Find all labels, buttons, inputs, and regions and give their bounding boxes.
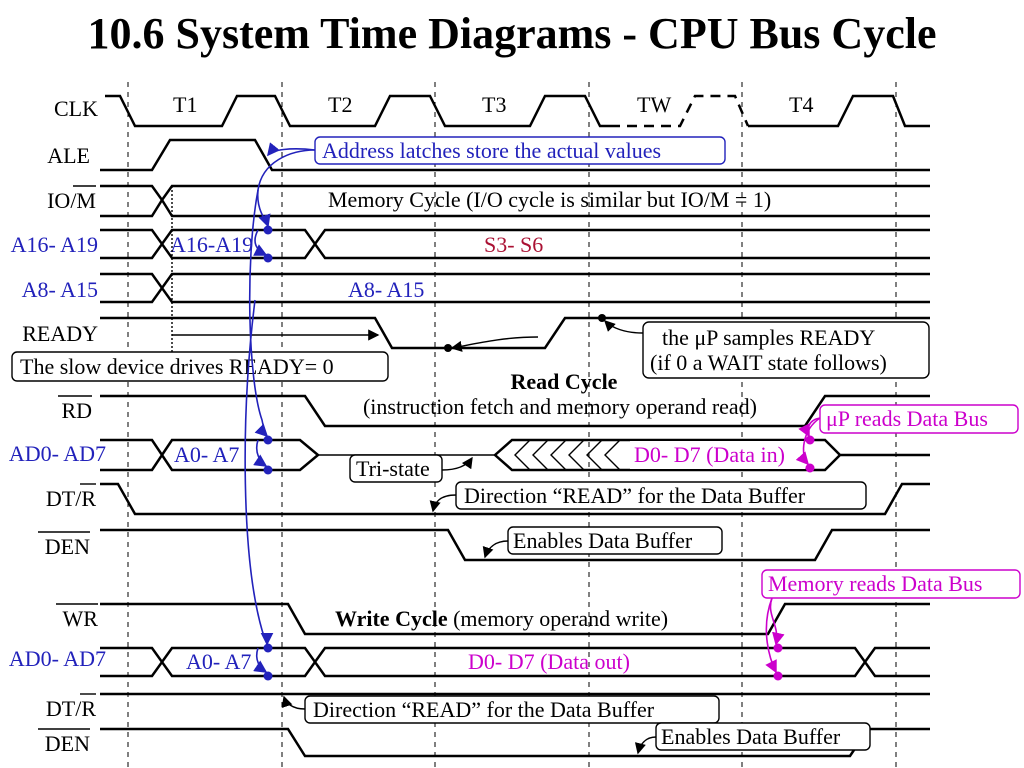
state-tw: TW — [637, 92, 671, 117]
svg-text:Direction “READ” for the Data: Direction “READ” for the Data Buffer — [313, 697, 655, 722]
read-cycle-title: Read Cycle — [511, 369, 618, 394]
memory-reads-note: Memory reads Data Bus — [761, 569, 1021, 599]
d0-d7-out-text: D0- D7 (Data out) — [468, 649, 630, 674]
label-den-read: DEN — [45, 534, 90, 559]
memory-cycle-note: Memory Cycle (I/O cycle is similar but I… — [328, 185, 794, 212]
svg-text:the μP samples READY: the μP samples READY — [662, 325, 875, 350]
svg-text:Memory Cycle (I/O cycle is sim: Memory Cycle (I/O cycle is similar but I… — [328, 187, 771, 212]
svg-text:The slow device drives READY=: The slow device drives READY= 0 — [20, 354, 334, 379]
label-wr: WR — [63, 606, 99, 631]
enables-buffer-note-2: Enables Data Buffer — [634, 722, 871, 755]
den-read-waveform — [100, 528, 930, 562]
dt-r-read-waveform — [100, 482, 930, 516]
label-a8-a15: A8- A15 — [22, 277, 98, 302]
samples-ready-note: the μP samples READY (if 0 a WAIT state … — [642, 321, 930, 379]
write-cycle-title: Write Cycle — [335, 606, 448, 631]
write-cycle-label: Write Cycle (memory operand write) — [335, 606, 668, 631]
den-write-waveform — [100, 727, 930, 758]
a16-a19-address-text: A16-A19 — [170, 232, 253, 257]
label-a16-a19: A16- A19 — [11, 232, 98, 257]
tri-state-note: Tri-state — [349, 454, 473, 483]
svg-text:Write Cycle (memory operand wr: Write Cycle (memory operand write) — [335, 606, 668, 631]
a0-a7-read-text: A0- A7 — [174, 442, 239, 467]
label-dt-r-write: DT/R — [46, 696, 96, 721]
enables-buffer-note-1: Enables Data Buffer — [482, 526, 723, 559]
write-cycle-desc: (memory operand write) — [453, 606, 668, 631]
svg-text:Enables Data Buffer: Enables Data Buffer — [661, 724, 841, 749]
direction-read-note-1: Direction “READ” for the Data Buffer — [429, 481, 867, 513]
svg-text:Memory reads Data Bus: Memory reads Data Bus — [768, 571, 982, 596]
a8-a15-address-text: A8- A15 — [348, 277, 424, 302]
ad0-ad7-write-waveform — [100, 646, 930, 678]
ready-waveform — [100, 316, 930, 350]
clk-waveform: T1 T2 T3 TW T4 — [105, 92, 930, 128]
s3-s6-status-text: S3- S6 — [484, 232, 543, 257]
d0-d7-in-text: D0- D7 (Data in) — [634, 442, 785, 467]
svg-text:Enables Data Buffer: Enables Data Buffer — [513, 528, 693, 553]
state-t4: T4 — [789, 92, 813, 117]
up-reads-note: μP reads Data Bus — [819, 404, 1019, 434]
state-t2: T2 — [328, 92, 352, 117]
a0-a7-write-text: A0- A7 — [186, 649, 251, 674]
state-t1: T1 — [173, 92, 197, 117]
label-io-m: IO/M — [47, 188, 96, 213]
a16-a19-waveform — [100, 228, 930, 260]
address-latch-arrows — [244, 142, 316, 681]
a8-a15-waveform — [100, 272, 930, 304]
slow-device-note: The slow device drives READY= 0 — [11, 351, 389, 382]
svg-text:(if 0 a WAIT state follows): (if 0 a WAIT state follows) — [650, 350, 887, 375]
ready-annotations — [171, 186, 644, 352]
signal-labels: CLK ALE IO/M A16- A19 A8- A15 READY RD A… — [9, 96, 106, 756]
data-read-markers — [765, 417, 821, 681]
label-ale: ALE — [47, 143, 90, 168]
state-t3: T3 — [482, 92, 506, 117]
address-latches-note: Address latches store the actual values — [314, 136, 726, 165]
svg-text:Tri-state: Tri-state — [356, 456, 430, 481]
page-title: 10.6 System Time Diagrams - CPU Bus Cycl… — [87, 9, 937, 58]
label-den-write: DEN — [45, 731, 90, 756]
ale-waveform — [100, 138, 930, 172]
direction-read-note-2: Direction “READ” for the Data Buffer — [281, 695, 720, 724]
label-ready: READY — [22, 321, 98, 346]
ad0-ad7-read-waveform — [100, 438, 930, 472]
label-ad0-ad7-write: AD0- AD7 — [9, 646, 106, 671]
svg-text:Address latches store the actu: Address latches store the actual values — [322, 138, 661, 163]
label-ad0-ad7-read: AD0- AD7 — [9, 441, 106, 466]
io-m-waveform — [100, 184, 930, 218]
label-rd: RD — [61, 398, 92, 423]
rd-waveform — [100, 394, 930, 428]
label-clk: CLK — [54, 96, 98, 121]
svg-text:μP reads Data Bus: μP reads Data Bus — [826, 406, 988, 431]
label-dt-r-read: DT/R — [46, 486, 96, 511]
read-cycle-desc: (instruction fetch and memory operand re… — [363, 394, 757, 419]
svg-text:Direction “READ” for the Data: Direction “READ” for the Data Buffer — [464, 483, 806, 508]
